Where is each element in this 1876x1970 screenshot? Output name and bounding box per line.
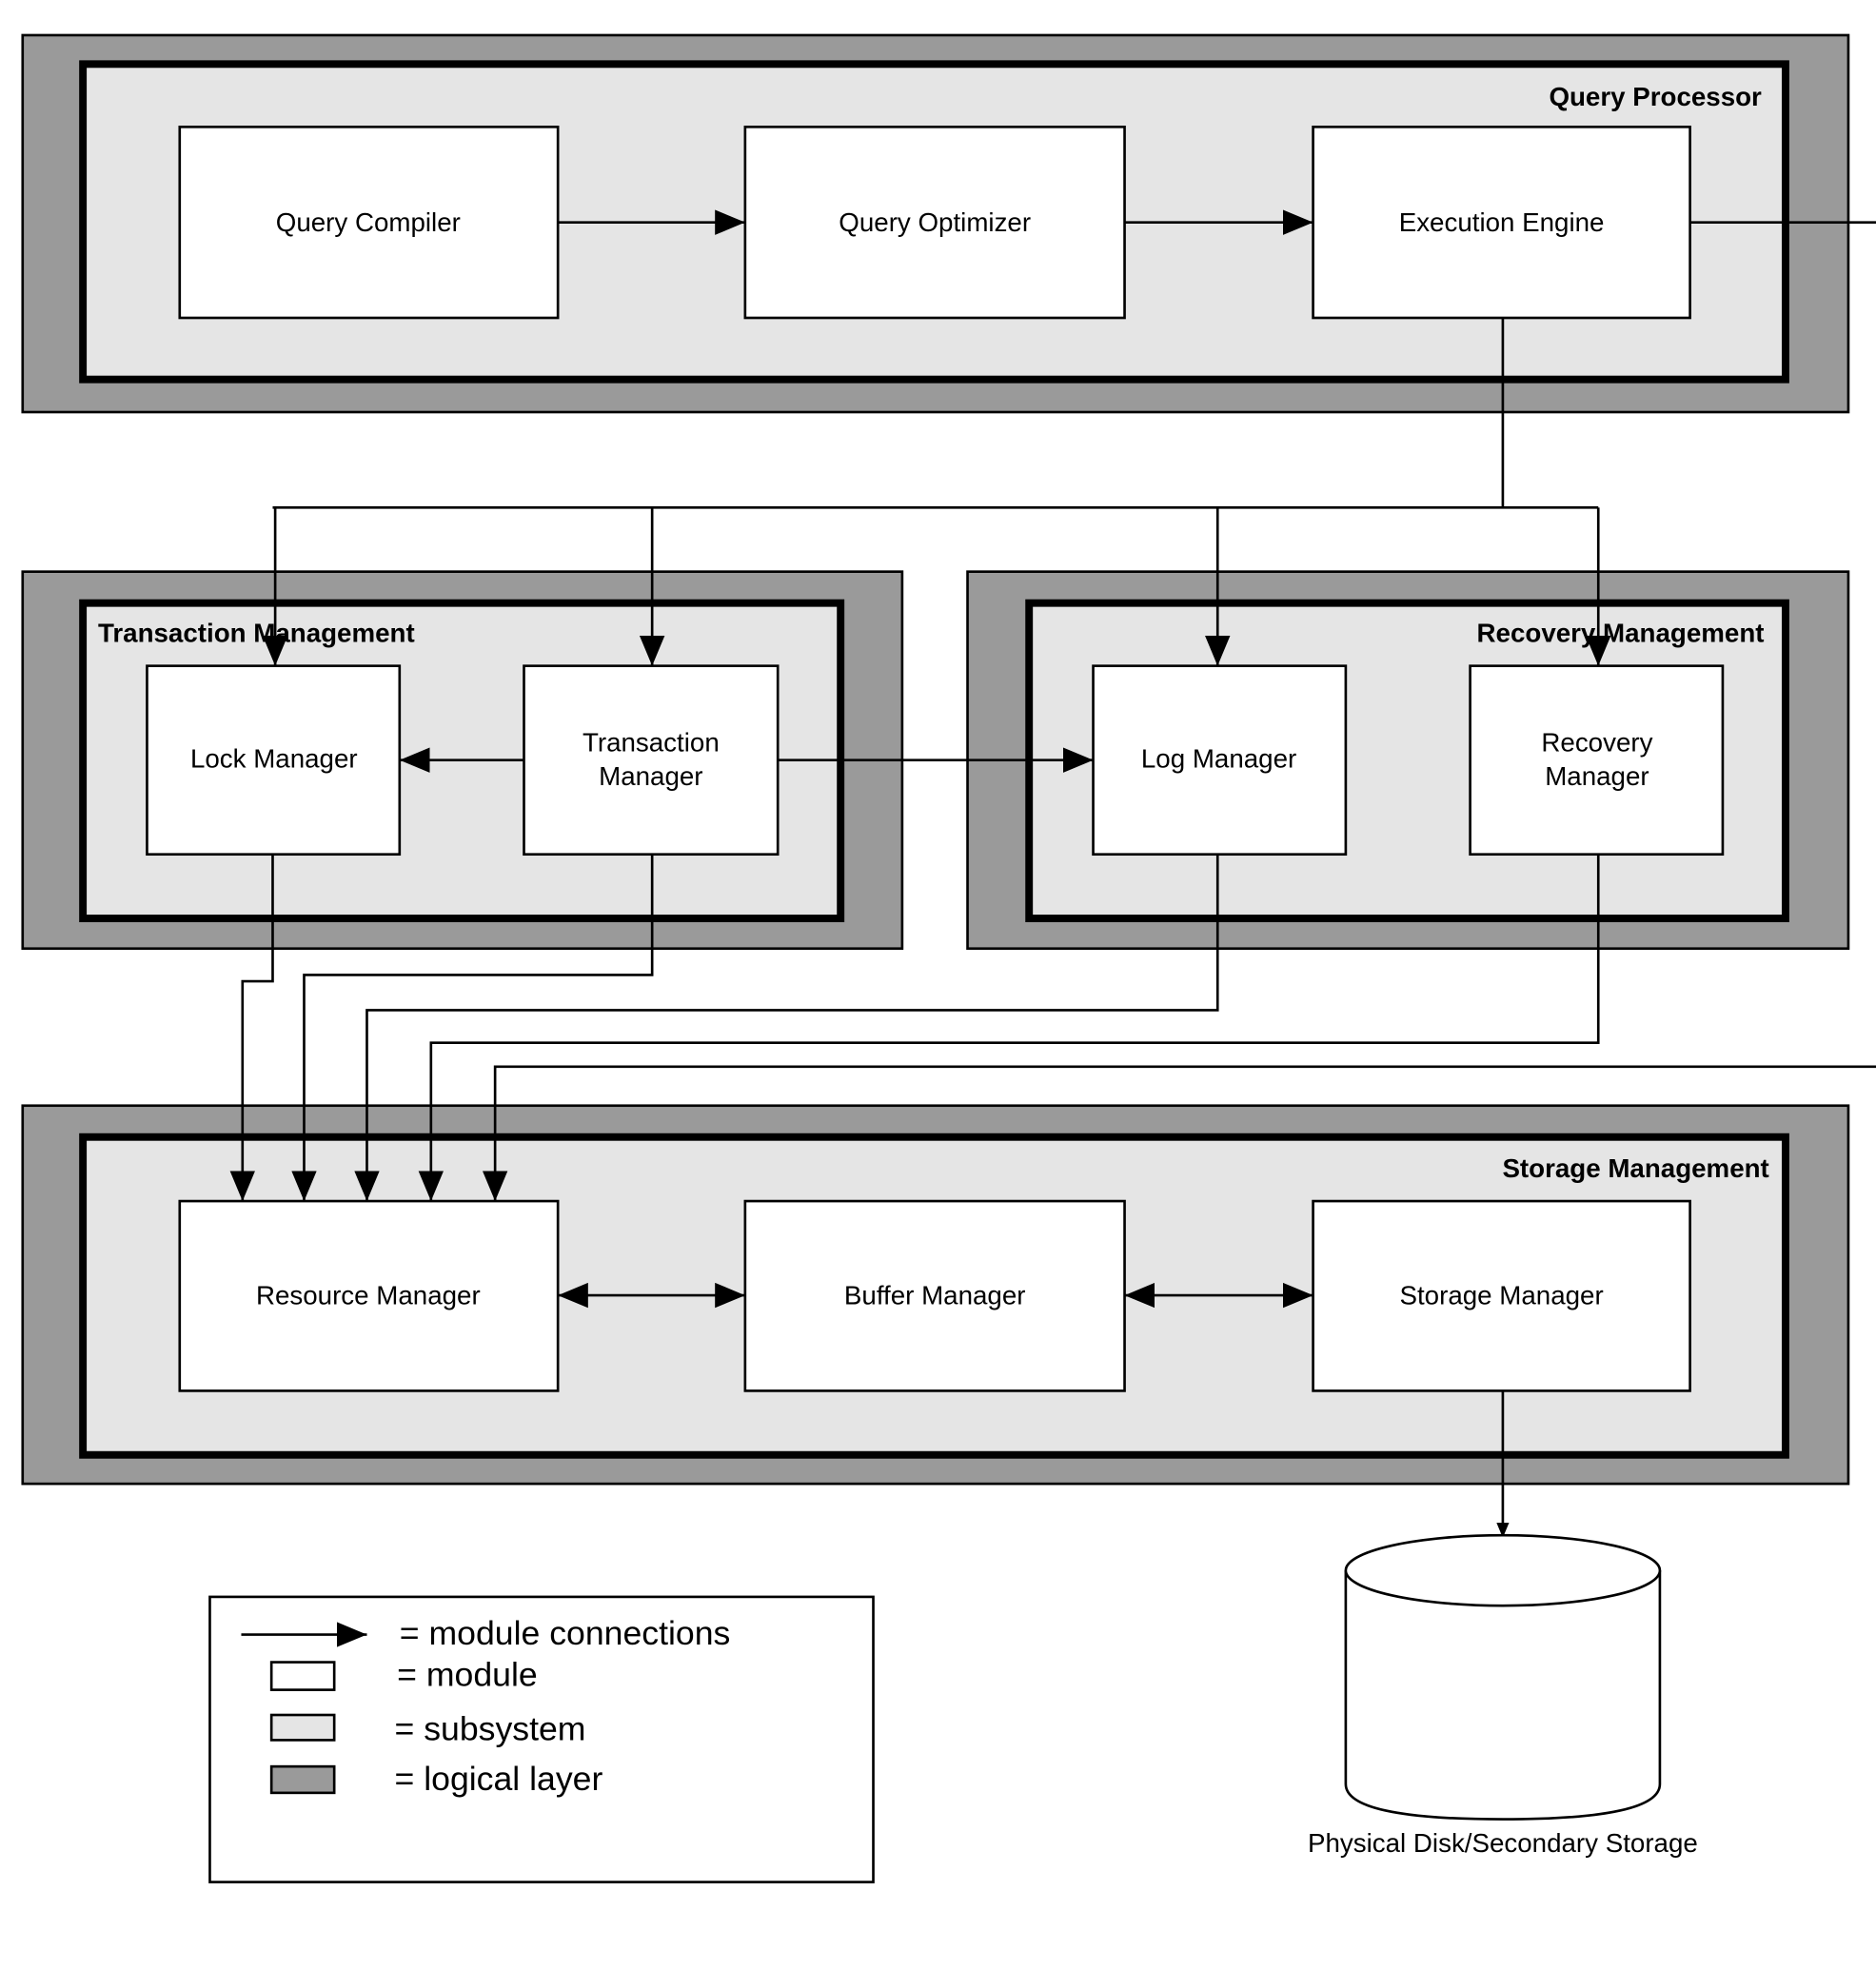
- storage-label: Physical Disk/Secondary Storage: [1308, 1828, 1698, 1858]
- query-processor-layer: Query Processor Query Compiler Query Opt…: [21, 33, 1850, 414]
- module-label: Execution Engine: [1399, 207, 1605, 237]
- connection-arrow: [229, 854, 274, 1202]
- recovery-management-layer: Recovery Management Log Manager Recovery…: [966, 570, 1850, 951]
- connection-arrow: [354, 854, 1219, 1202]
- module-query-optimizer: Query Optimizer: [743, 126, 1126, 320]
- legend-logical-layer: = logical layer: [395, 1760, 603, 1798]
- module-log-manager: Log Manager: [1092, 664, 1348, 857]
- module-label: Storage Manager: [1399, 1280, 1603, 1310]
- module-label: Buffer Manager: [844, 1280, 1026, 1310]
- physical-disk-cylinder: Physical Disk/Secondary Storage: [1308, 1533, 1698, 1858]
- connection-arrow: [291, 854, 654, 1202]
- module-label-line2: Manager: [599, 761, 702, 791]
- module-transaction-manager: Transaction Manager: [523, 664, 780, 857]
- subsystem-label: Recovery Management: [1477, 619, 1765, 648]
- module-query-compiler: Query Compiler: [178, 126, 560, 320]
- module-label: Query Optimizer: [839, 207, 1031, 237]
- module-label: Resource Manager: [256, 1280, 481, 1310]
- module-label: Log Manager: [1141, 744, 1296, 774]
- legend-module: = module: [397, 1656, 538, 1694]
- legend-module-swatch: [269, 1661, 336, 1691]
- subsystem-label: Transaction Management: [98, 619, 415, 648]
- database-icon: [1344, 1570, 1662, 1821]
- module-storage-manager: Storage Manager: [1312, 1199, 1691, 1392]
- legend: = module connections = module = subsyste…: [208, 1595, 875, 1883]
- module-resource-manager: Resource Manager: [178, 1199, 560, 1392]
- subsystem-label: Storage Management: [1502, 1153, 1768, 1183]
- module-execution-engine: Execution Engine: [1312, 126, 1691, 320]
- module-label-line1: Recovery: [1541, 727, 1652, 757]
- legend-subsystem: = subsystem: [395, 1709, 586, 1747]
- module-lock-manager: Lock Manager: [146, 664, 402, 857]
- storage-management-layer: Storage Management Resource Manager Buff…: [21, 1104, 1850, 1486]
- legend-subsystem-swatch: [269, 1713, 336, 1742]
- module-recovery-manager: Recovery Manager: [1469, 664, 1725, 857]
- connection-arrow: [482, 1065, 1876, 1202]
- module-connections: [229, 209, 1876, 1538]
- legend-layer-swatch: [269, 1764, 336, 1795]
- module-label: Lock Manager: [190, 744, 358, 774]
- module-buffer-manager: Buffer Manager: [743, 1199, 1126, 1392]
- module-label: Query Compiler: [276, 207, 461, 237]
- connection-arrow: [418, 854, 1600, 1202]
- legend-module-connections: = module connections: [400, 1614, 731, 1652]
- subsystem-label: Query Processor: [1549, 82, 1762, 111]
- module-label-line2: Manager: [1545, 761, 1649, 791]
- module-label-line1: Transaction: [583, 727, 720, 757]
